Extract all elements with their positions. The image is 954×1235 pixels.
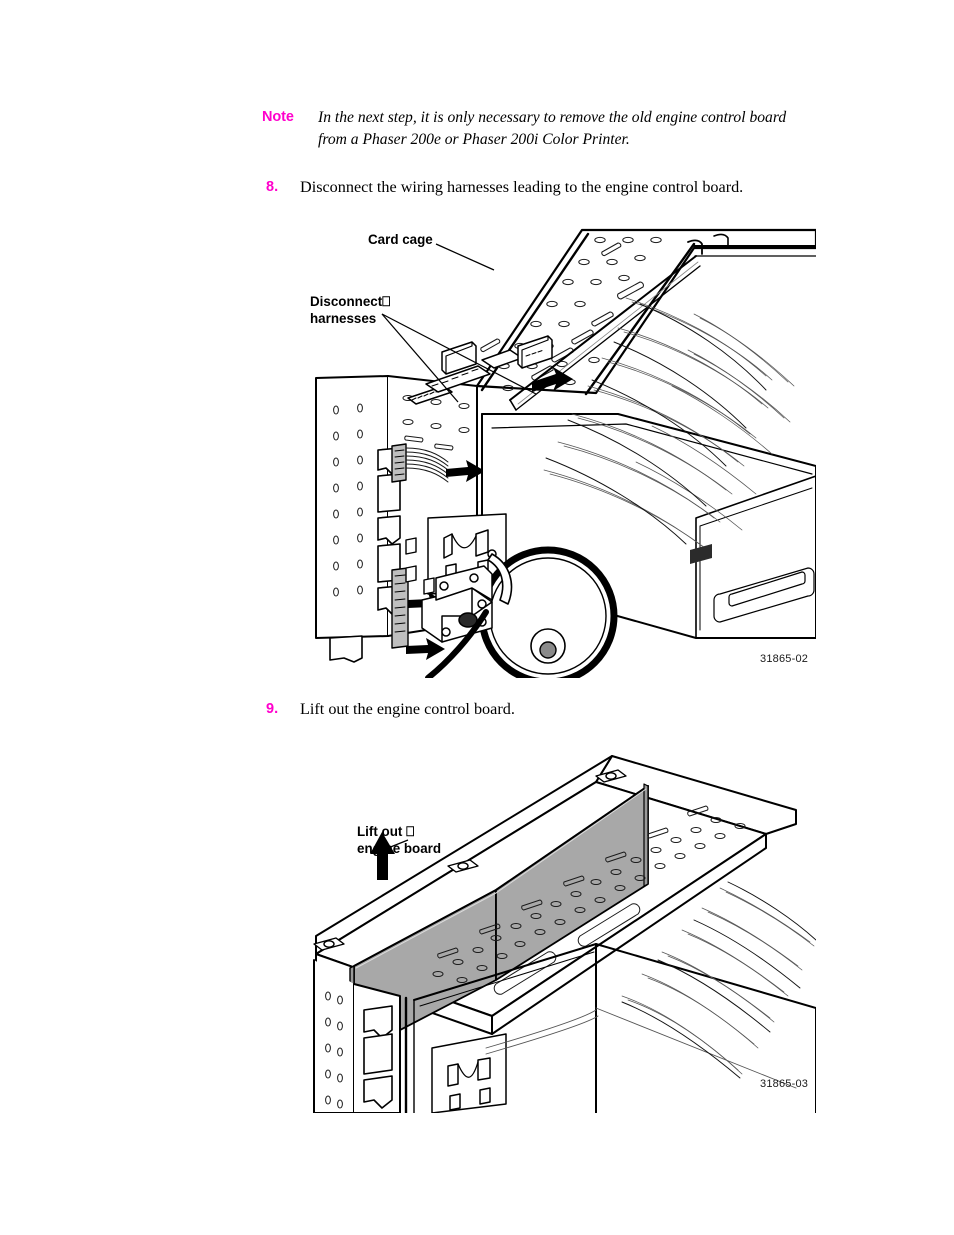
leader-disconnect-1	[381, 313, 459, 403]
wire-bundle-dark	[545, 303, 767, 545]
lower-chassis-perforations	[325, 991, 343, 1109]
ribbon-cable-top	[405, 447, 449, 483]
callout-leaders	[381, 243, 537, 403]
note-block: Note In the next step, it is only necess…	[262, 107, 802, 150]
wire-bundle	[543, 297, 795, 551]
harness-connector-upper-b	[425, 365, 491, 393]
leader-card-cage	[435, 243, 495, 271]
cage-mount-holes	[313, 769, 627, 951]
harness-connector-upper-e	[517, 335, 553, 369]
chassis-base-tab	[329, 635, 363, 663]
lift-out-arrow	[370, 832, 395, 880]
wire-bundle-2	[621, 887, 815, 1075]
drive-belt-strand	[425, 609, 489, 678]
figure-id-label: 31865-03	[760, 1078, 809, 1090]
step-item-8: 8. Disconnect the wiring harnesses leadi…	[266, 176, 886, 198]
lower-card-guides	[363, 1005, 393, 1109]
bracket-slots	[405, 537, 435, 595]
disconnect-arrow-2	[446, 460, 485, 482]
enclosure-corner-tab	[690, 544, 712, 564]
leader-disconnect-2	[381, 313, 537, 395]
figure-id-label: 31865-02	[760, 653, 809, 665]
step-item-9: 9. Lift out the engine control board.	[266, 698, 886, 720]
step-number: 8.	[266, 179, 279, 195]
callout-lift-out-engine-board: Lift out ⎕ engine board	[357, 824, 442, 856]
note-body-text: In the next step, it is only necessary t…	[318, 109, 787, 148]
chassis-left-perforations	[333, 395, 470, 597]
disconnect-arrow-4	[406, 638, 445, 660]
step-text: Lift out the engine control board.	[300, 700, 515, 718]
figure-2-illustration	[313, 755, 816, 1113]
figure-lift-out-board	[296, 748, 816, 1113]
wire-bundle-2-dark	[621, 881, 816, 1079]
disconnect-arrow-1	[532, 367, 573, 392]
enclosure-handle-recess	[713, 567, 815, 623]
figure-disconnect-harnesses	[296, 218, 816, 678]
callout-leaders-2	[387, 839, 409, 849]
belt-tensioner	[487, 553, 513, 605]
note-label: Note	[262, 109, 294, 125]
cage-floor-perforations	[432, 805, 746, 995]
step-text: Disconnect the wiring harnesses leading …	[300, 178, 744, 196]
callout-card-cage: Card cage	[368, 232, 433, 247]
leader-lift-out	[387, 839, 409, 849]
callout-disconnect-harnesses: Disconnect⎕ harnesses	[310, 294, 391, 326]
ribbon-connector-top	[391, 443, 407, 483]
lower-chassis-edge-lines	[485, 1007, 797, 1089]
step-number: 9.	[266, 701, 279, 717]
card-cage-top-plate	[475, 228, 816, 396]
figure-1-illustration	[315, 228, 816, 678]
